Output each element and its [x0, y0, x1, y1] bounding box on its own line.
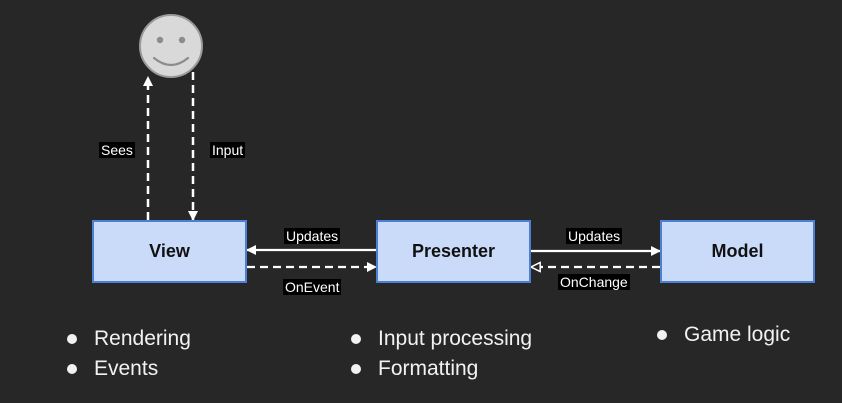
sees-label: Sees [99, 142, 135, 158]
list-item: Input processing [349, 324, 532, 354]
list-item: Rendering [65, 324, 191, 354]
presenter-to-view-label: Updates [284, 228, 341, 244]
view-node: View [92, 220, 247, 283]
view-responsibilities: Rendering Events [65, 324, 191, 384]
list-item: Game logic [655, 320, 790, 350]
view-to-presenter-label: OnEvent [283, 279, 342, 295]
presenter-responsibilities: Input processing Formatting [349, 324, 532, 384]
list-item: Formatting [349, 354, 532, 384]
model-node: Model [660, 220, 815, 283]
presenter-to-model-label: Updates [566, 228, 623, 244]
smiley-face-icon [139, 14, 203, 78]
model-responsibilities: Game logic [655, 320, 790, 350]
presenter-node: Presenter [376, 220, 531, 283]
input-label: Input [210, 142, 246, 158]
list-item: Events [65, 354, 191, 384]
model-to-presenter-label: OnChange [558, 274, 630, 290]
